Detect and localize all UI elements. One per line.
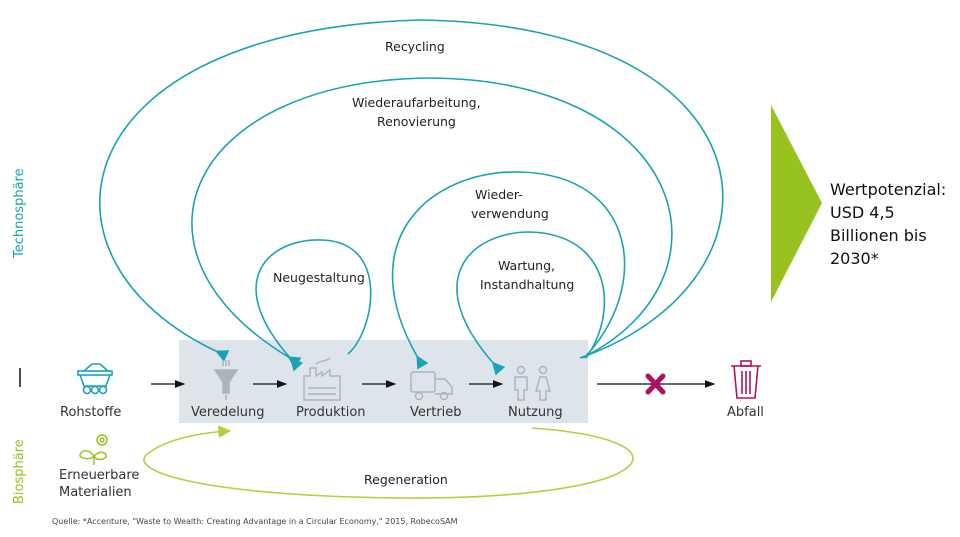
- truck-icon: [410, 371, 453, 401]
- trash-icon: [731, 360, 761, 399]
- loop-reuse: [391, 171, 626, 370]
- stage-production: Produktion: [296, 405, 366, 420]
- label-reuse-1: Wieder-: [475, 187, 523, 202]
- funnel-icon: [213, 360, 239, 400]
- label-renewable-2: Materialien: [59, 485, 132, 500]
- mine-cart-icon: [77, 363, 113, 395]
- source-note: Quelle: *Accenture, "Waste to Wealth: Cr…: [52, 517, 458, 526]
- loop-remanufacturing: [191, 77, 673, 369]
- stage-use: Nutzung: [508, 405, 563, 420]
- biosphere-label: Biosphäre: [12, 439, 27, 504]
- value-line-2: USD 4,5: [830, 203, 895, 222]
- label-waste: Abfall: [727, 405, 764, 420]
- value-line-1: Wertpotenzial:: [830, 180, 947, 199]
- arrow-chevron-icon: [771, 105, 822, 302]
- label-redesign: Neugestaltung: [273, 270, 365, 285]
- value-line-4: 2030*: [830, 249, 879, 268]
- value-chain-box: [179, 340, 588, 423]
- stage-refining: Veredelung: [191, 405, 265, 420]
- loop-recycling: [99, 19, 724, 362]
- cross-icon: [645, 373, 666, 395]
- technosphere-label: Technosphäre: [12, 168, 27, 258]
- factory-icon: [303, 357, 341, 401]
- label-maintenance-1: Wartung,: [498, 258, 556, 273]
- label-maintenance-2: Instandhaltung: [480, 277, 575, 292]
- value-line-3: Billionen bis: [830, 226, 927, 245]
- loop-redesign: [255, 239, 372, 372]
- loop-maintenance: [456, 231, 606, 376]
- label-recycling: Recycling: [385, 39, 445, 54]
- label-reuse-2: verwendung: [471, 206, 549, 221]
- label-raw-materials: Rohstoffe: [60, 405, 122, 420]
- label-renewable-1: Erneuerbare: [59, 468, 140, 483]
- people-icon: [514, 365, 551, 401]
- label-regeneration: Regeneration: [364, 472, 448, 487]
- value-potential: Wertpotenzial: USD 4,5 Billionen bis 203…: [830, 178, 946, 270]
- loop-regeneration: [143, 425, 634, 499]
- sprout-gear-icon: [79, 434, 108, 465]
- label-remanufacturing-1: Wiederaufarbeitung,: [352, 95, 481, 110]
- label-remanufacturing-2: Renovierung: [377, 114, 456, 129]
- stage-distribution: Vertrieb: [410, 405, 462, 420]
